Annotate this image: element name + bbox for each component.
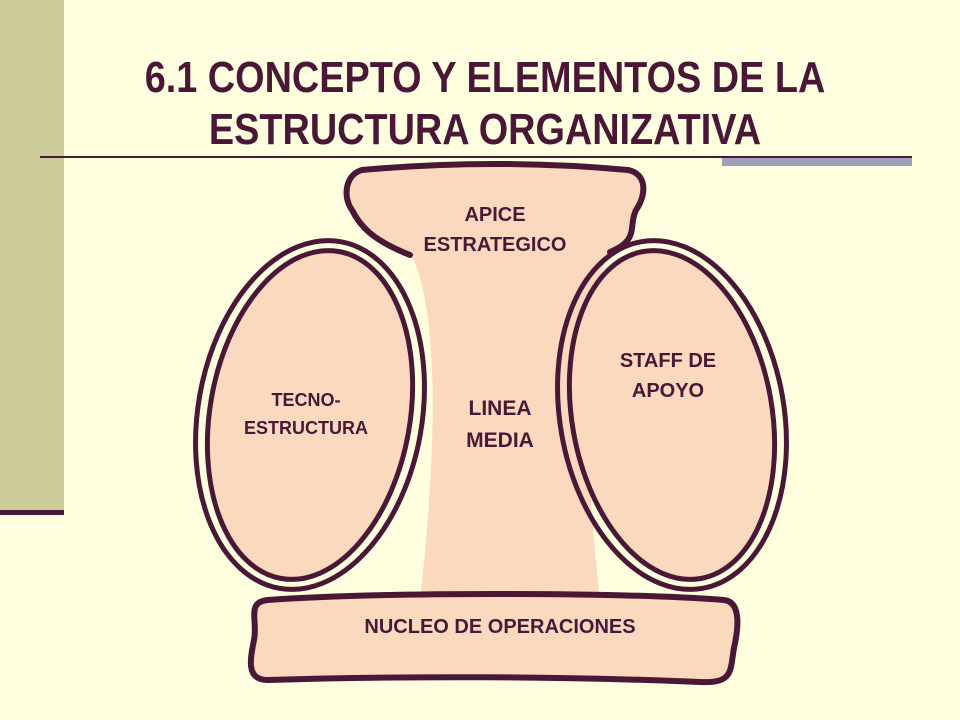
support-staff-shape <box>555 238 789 592</box>
title-accent-bar <box>722 158 912 166</box>
left-decorative-band <box>0 0 64 510</box>
apex-label: APICE ESTRATEGICO <box>423 204 567 256</box>
operating-core-shape <box>247 591 741 686</box>
technostructure-label: TECNO- ESTRUCTURA <box>244 390 368 438</box>
slide-title: 6.1 CONCEPTO Y ELEMENTOS DE LA ESTRUCTUR… <box>144 53 826 154</box>
middle-line-label: LINEA MEDIA <box>466 397 534 452</box>
support-staff-label: STAFF DE APOYO <box>619 350 717 402</box>
operating-core-label: NUCLEO DE OPERACIONES <box>364 616 636 638</box>
technostructure-shape <box>193 238 427 592</box>
left-band-cap <box>0 510 64 515</box>
apex-outline <box>343 161 647 258</box>
middle-line-shape <box>346 164 644 600</box>
title-underline <box>40 156 912 158</box>
